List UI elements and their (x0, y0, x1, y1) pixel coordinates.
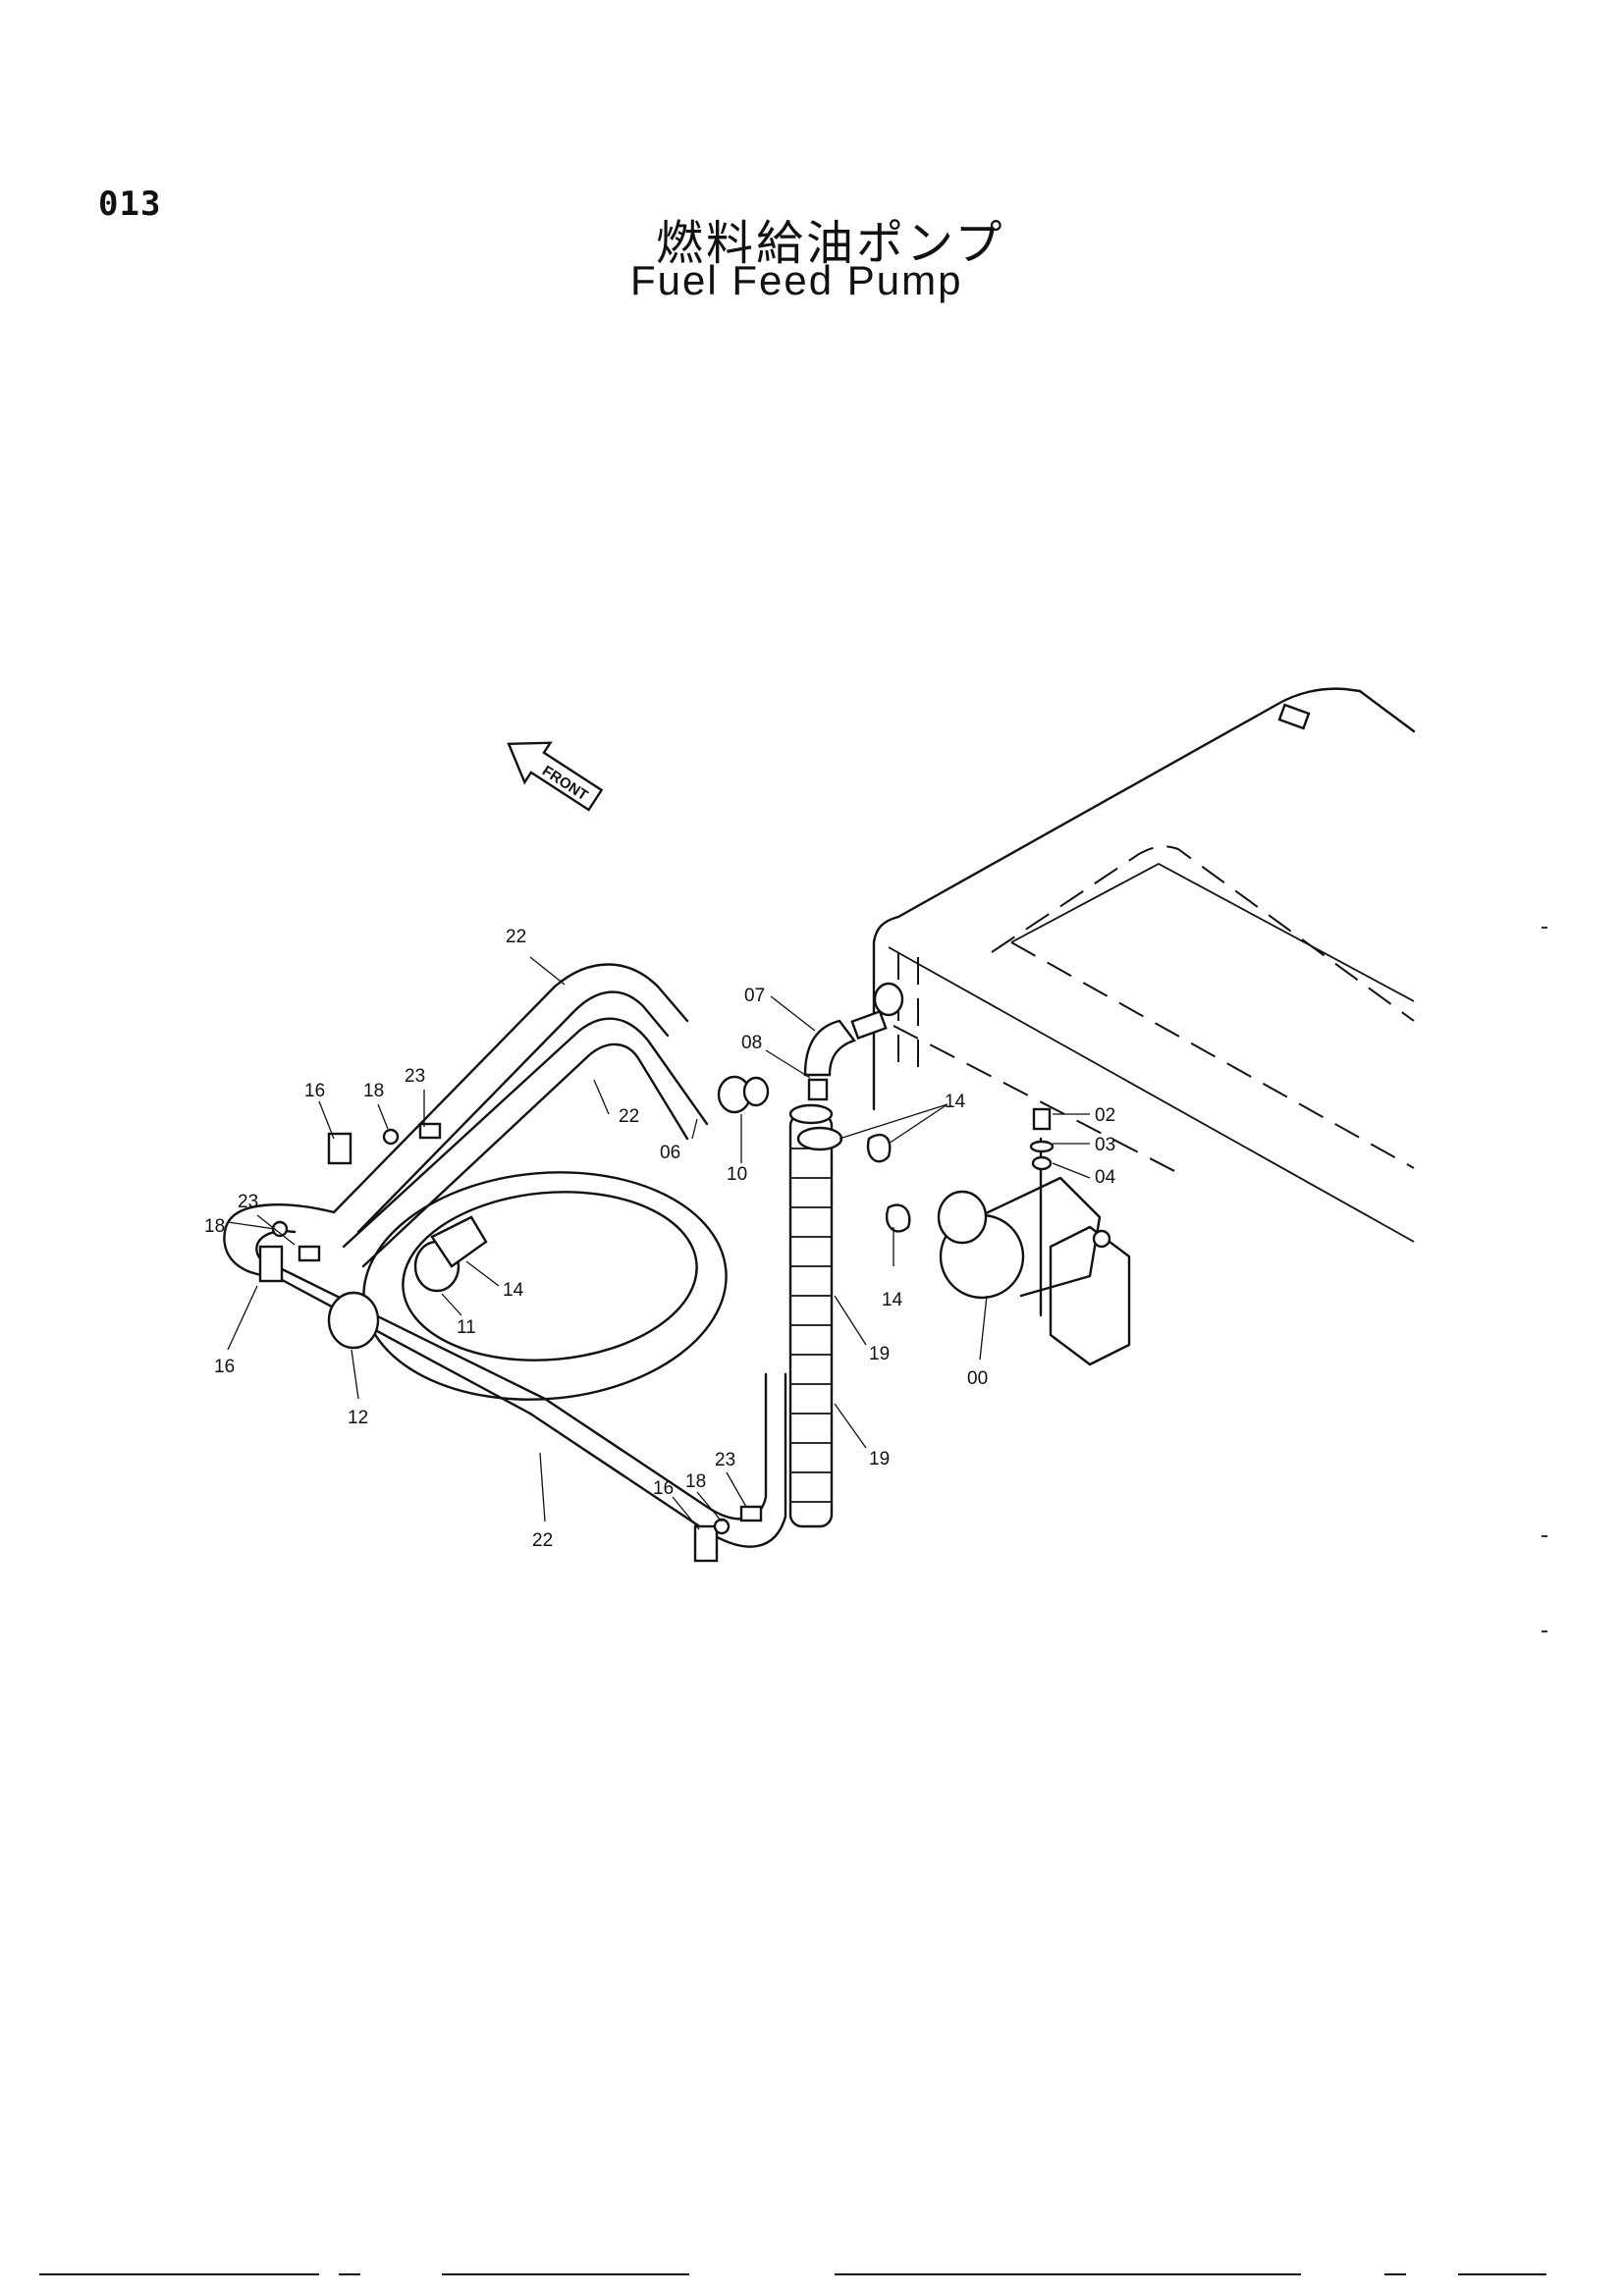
callout-12: 12 (348, 1408, 368, 1428)
callout-03: 03 (1095, 1135, 1115, 1155)
callout-23-left: 23 (238, 1192, 258, 1212)
callout-14-upper: 14 (945, 1092, 966, 1112)
footer-rule (39, 2273, 319, 2275)
callout-19-upper: 19 (869, 1344, 890, 1364)
callout-22-top: 22 (506, 927, 526, 947)
callout-16-left: 16 (214, 1357, 235, 1377)
callout-19-lower: 19 (869, 1449, 890, 1469)
callout-11: 11 (457, 1317, 476, 1338)
callout-16-bottom: 16 (653, 1478, 674, 1499)
callout-23-upper: 23 (405, 1066, 425, 1087)
page-title-english: Fuel Feed Pump (630, 257, 963, 303)
leader-lines (227, 956, 1091, 1530)
callout-08: 08 (741, 1033, 762, 1053)
callout-07: 07 (744, 986, 765, 1006)
callout-02: 02 (1095, 1105, 1115, 1126)
callout-04: 04 (1095, 1167, 1116, 1188)
callout-00: 00 (967, 1368, 988, 1389)
front-arrow: FRONT (507, 741, 604, 812)
callout-numbers: 22 07 08 14 02 03 04 16 18 23 22 06 10 2… (204, 927, 1116, 1551)
callout-10: 10 (727, 1164, 747, 1185)
fuel-hoses (223, 963, 834, 1548)
footer-rule (442, 2273, 689, 2275)
callout-22-bottom: 22 (532, 1530, 553, 1551)
callout-14-hose: 14 (503, 1280, 524, 1301)
callout-18-upper: 18 (363, 1081, 384, 1101)
footer-rule (1384, 2273, 1406, 2275)
callout-14-lower: 14 (882, 1290, 903, 1310)
fuel-tank (872, 687, 1416, 1243)
callout-23-bottom: 23 (715, 1450, 735, 1470)
footer-rule (339, 2273, 360, 2275)
footer-rule (1458, 2273, 1546, 2275)
fuel-pump (937, 1137, 1131, 1366)
callout-22-middle: 22 (619, 1106, 639, 1127)
page-number: 013 (98, 185, 162, 224)
callout-06: 06 (660, 1143, 680, 1163)
page-title-japanese: 燃料給油ポンプ (656, 216, 1005, 271)
callout-18-bottom: 18 (685, 1471, 706, 1492)
footer-rule (835, 2273, 1301, 2275)
callout-18-left: 18 (204, 1216, 225, 1237)
margin-ticks (1542, 927, 1547, 1632)
fittings (258, 982, 1055, 1563)
callout-16-upper: 16 (304, 1081, 325, 1101)
